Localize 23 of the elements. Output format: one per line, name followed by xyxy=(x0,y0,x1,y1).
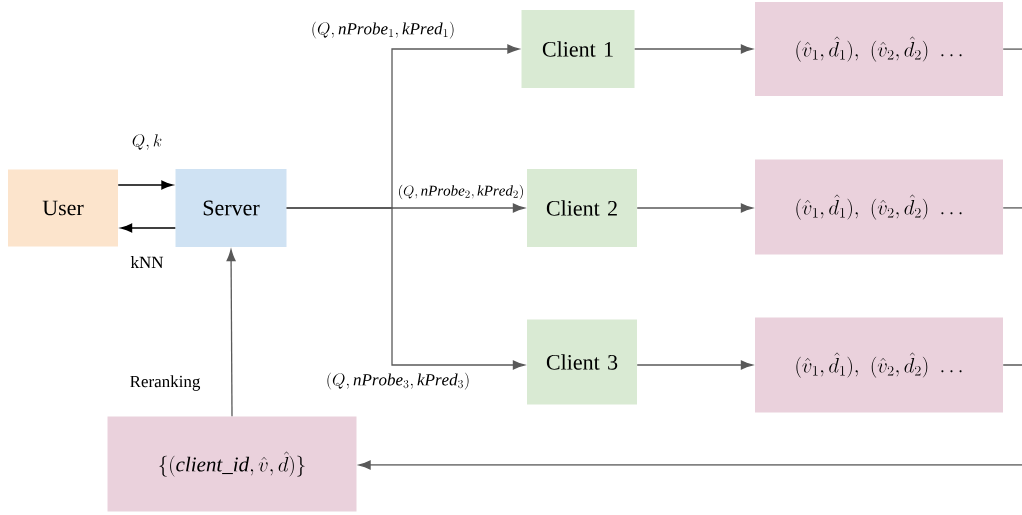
process-box: Server xyxy=(175,169,287,247)
process-box: Client 3 xyxy=(527,319,637,405)
result-box: $(\hat{v}_1, \hat{d}_1),\ (\hat{v}_2, \hat{d}_2)\ \ldots$ xyxy=(755,159,1003,255)
arrow xyxy=(120,223,177,233)
edge-label: $Q, k$ xyxy=(130,133,164,151)
process-box: Client 1 xyxy=(521,10,635,88)
arrow xyxy=(358,460,1022,470)
result-box: $(\hat{v}_1, \hat{d}_1),\ (\hat{v}_2, \hat{d}_2)\ \ldots$ xyxy=(755,317,1003,413)
arrow xyxy=(226,249,236,417)
process-box: User xyxy=(8,169,118,247)
arrow xyxy=(286,207,525,370)
edge-label: Reranking xyxy=(128,374,202,392)
edge-label: $(Q, \mathit{nProbe}_3, \mathit{kPred}_3)$ xyxy=(324,371,472,391)
arrow xyxy=(117,180,173,190)
edge-label: $(Q, \mathit{nProbe}_1, \mathit{kPred}_1)$ xyxy=(309,20,457,40)
arrow xyxy=(634,44,753,54)
edge-label: $(Q, \mathit{nProbe}_2, \mathit{kPred}_2)$ xyxy=(396,183,526,201)
process-box: Client 2 xyxy=(527,169,637,247)
result-box: $(\hat{v}_1, \hat{d}_1),\ (\hat{v}_2, \hat{d}_2)\ \ldots$ xyxy=(755,2,1003,96)
arrow xyxy=(636,203,753,213)
edge-label: kNN xyxy=(129,255,165,269)
result-box: $\{(\mathit{client\_id}, \hat{v}, \hat{d})\}$ xyxy=(107,416,357,512)
arrow xyxy=(636,360,753,370)
